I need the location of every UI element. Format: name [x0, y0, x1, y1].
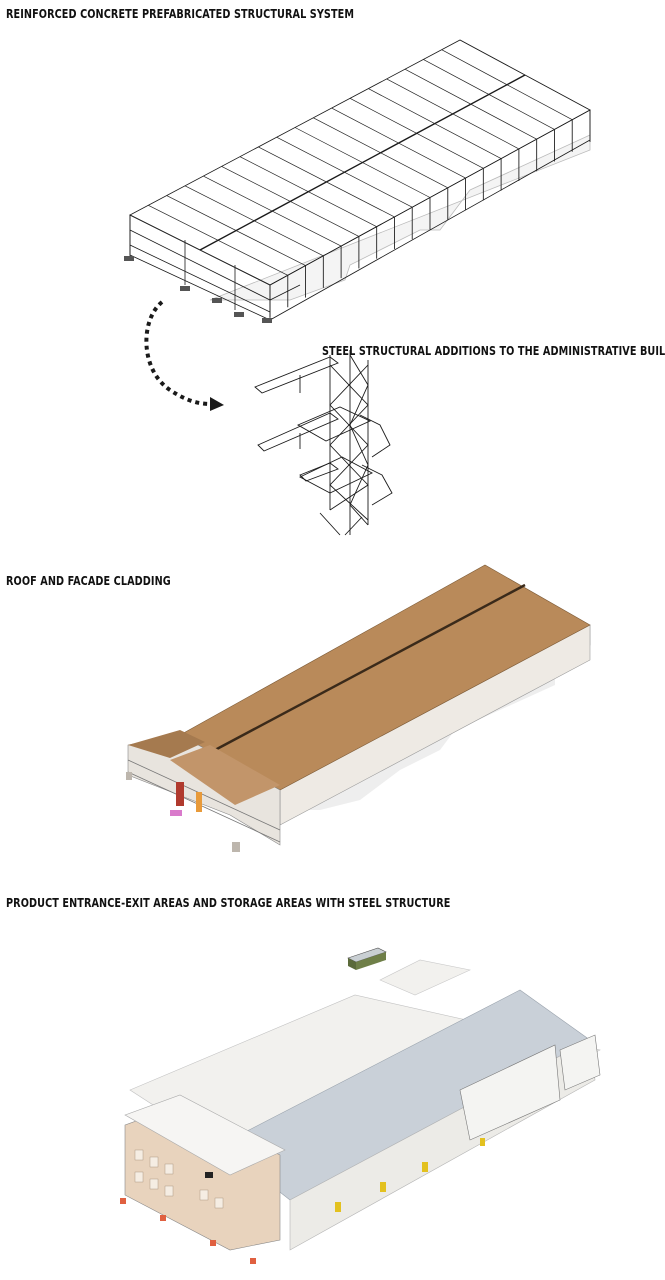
frame-rib: [294, 127, 431, 198]
storage-areas-drawing: [120, 947, 601, 1264]
frame-rib: [166, 195, 306, 266]
frame-rib: [368, 88, 502, 159]
frame-rib: [276, 136, 413, 208]
structural-frame-drawing: [124, 39, 591, 323]
admin-windows: [134, 1149, 224, 1209]
caption-storage-areas: PRODUCT ENTRANCE-EXIT AREAS AND STORAGE …: [6, 895, 451, 910]
frame-rib: [239, 156, 377, 227]
foundation-footings: [124, 256, 272, 323]
caption-roof-facade-cladding: ROOF AND FACADE CLADDING: [6, 573, 171, 588]
frame-rib: [258, 146, 395, 218]
caption-steel-additions: STEEL STRUCTURAL ADDITIONS TO THE ADMINI…: [322, 343, 665, 358]
frame-rib: [404, 68, 537, 140]
frame-rib: [148, 204, 288, 276]
frame-rib: [221, 166, 360, 237]
frame-rib: [203, 175, 342, 247]
frame-rib: [441, 49, 573, 121]
frame-rib: [349, 98, 484, 169]
entrance-markers: [120, 1198, 256, 1264]
caption-structural-system: REINFORCED CONCRETE PREFABRICATED STRUCT…: [6, 6, 355, 21]
frame-rib: [423, 59, 555, 130]
frame-rib: [331, 107, 466, 179]
frame-rib: [313, 117, 448, 189]
frame-rib: [129, 214, 271, 286]
cladding-footings: [126, 772, 240, 852]
steel-stair-tower-drawing: [254, 350, 393, 536]
frame-rib: [386, 78, 520, 150]
frame-rib: [459, 39, 591, 111]
loading-doors: [335, 1138, 485, 1212]
dashed-curved-arrow-icon: [144, 300, 224, 411]
cladding-drawing: [126, 564, 591, 852]
frame-rib: [184, 185, 324, 257]
